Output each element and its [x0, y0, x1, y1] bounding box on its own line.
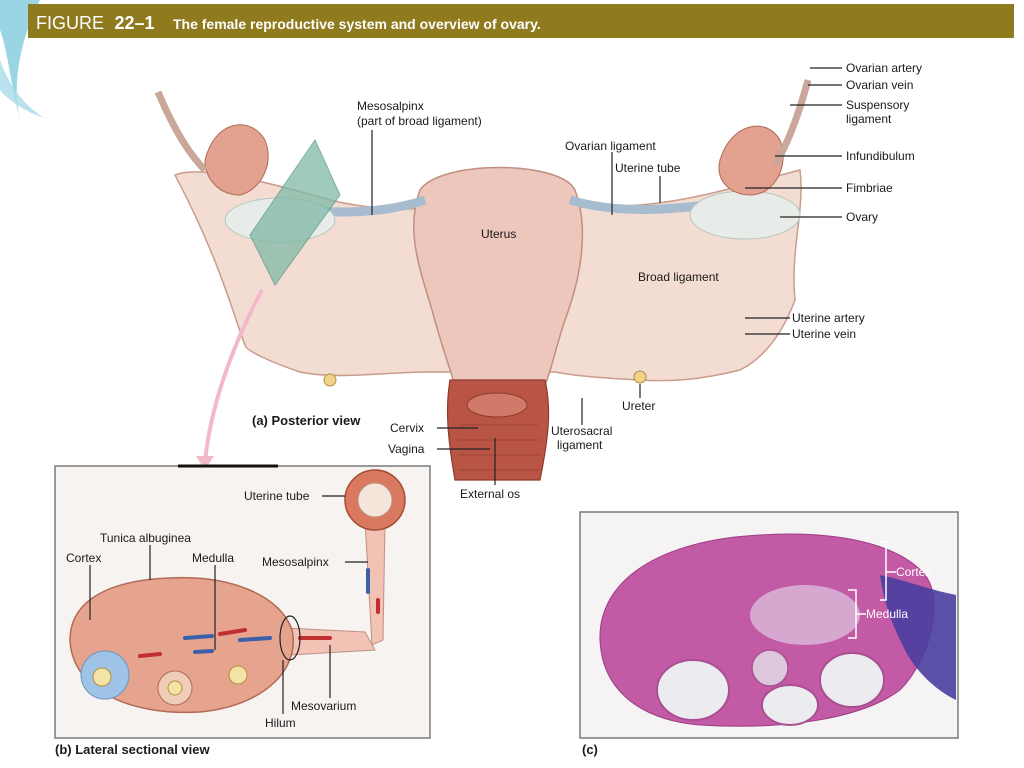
vaginal-rugae: [458, 424, 541, 471]
label-ovarian-artery: Ovarian artery: [846, 61, 922, 75]
hilum-region: [880, 575, 956, 700]
label-ovarian-vein: Ovarian vein: [846, 78, 913, 92]
right-infundibulum: [718, 125, 784, 196]
uterine-tube-lumen: [357, 482, 393, 518]
label-medulla-c: Medulla: [866, 607, 908, 621]
label-hilum: Hilum: [265, 716, 296, 730]
arrow-to-panel-b: [203, 289, 264, 463]
cervix-opening: [466, 392, 528, 418]
label-fimbriae: Fimbriae: [846, 181, 893, 195]
panel-a-leader-lines: [371, 67, 842, 485]
figure-title-text: The female reproductive system and overv…: [173, 16, 541, 32]
label-suspensory-1: Suspensory: [846, 98, 909, 112]
label-suspensory-2: ligament: [846, 112, 892, 126]
label-broad-ligament: Broad ligament: [638, 270, 719, 284]
follicle-2: [761, 684, 819, 726]
left-ureter: [323, 373, 337, 387]
right-ovary: [689, 190, 801, 240]
right-ureter: [633, 370, 647, 384]
label-cervix: Cervix: [390, 421, 424, 435]
label-uterosacral-1: Uterosacral: [551, 424, 612, 438]
label-uterine-tube-a: Uterine tube: [615, 161, 681, 175]
medulla-vessels: [138, 568, 380, 658]
figure-number: 22–1: [114, 13, 154, 33]
label-cortex-b: Cortex: [66, 551, 101, 565]
label-tunica-albuginea: Tunica albuginea: [100, 531, 191, 545]
label-uterosacral-2: ligament: [557, 438, 603, 452]
section-plane: [249, 138, 341, 286]
panel-a-posterior-view: Mesosalpinx (part of broad ligament) Ova…: [154, 61, 922, 501]
left-infundibulum: [204, 124, 269, 196]
follicle-4: [751, 649, 789, 687]
label-vagina: Vagina: [388, 442, 425, 456]
label-infundibulum: Infundibulum: [846, 149, 915, 163]
label-mesosalpinx-note: (part of broad ligament): [357, 114, 482, 128]
label-mesovarium: Mesovarium: [291, 699, 356, 713]
label-external-os: External os: [460, 487, 520, 501]
figure-header-bar: [28, 4, 1014, 38]
figure-number-prefix: FIGURE: [36, 13, 104, 33]
left-suspensory-vessels: [154, 90, 208, 173]
right-suspensory-vessels: [771, 79, 812, 167]
follicle-3: [819, 652, 885, 708]
panel-b-leader-lines: [89, 495, 368, 714]
panel-c-micrograph: Cortex Medulla: [579, 511, 959, 739]
follicle-small: [228, 665, 248, 685]
label-uterine-tube-b: Uterine tube: [244, 489, 310, 503]
label-mesosalpinx: Mesosalpinx: [357, 99, 424, 113]
label-ureter: Ureter: [622, 399, 655, 413]
label-ovarian-ligament: Ovarian ligament: [565, 139, 656, 153]
caption-lateral-sectional-view: (b) Lateral sectional view: [55, 742, 210, 757]
label-medulla-b: Medulla: [192, 551, 234, 565]
figure-title: FIGURE 22–1 The female reproductive syst…: [36, 13, 541, 33]
label-uterine-vein: Uterine vein: [792, 327, 856, 341]
caption-panel-c: (c): [582, 742, 598, 757]
oocyte-medium: [167, 680, 183, 696]
label-ovary: Ovary: [846, 210, 878, 224]
decorative-swoosh: [0, 0, 45, 125]
arrow-head: [196, 456, 214, 470]
hilum-ring: [279, 615, 301, 661]
caption-posterior-view: (a) Posterior view: [252, 413, 361, 428]
panel-c-brackets: [848, 541, 896, 639]
follicle-1: [656, 659, 730, 721]
uterus-body: [413, 166, 584, 386]
label-cortex-c: Cortex: [896, 565, 931, 579]
medulla-region: [750, 585, 860, 645]
panel-b-lateral-section: Uterine tube Tunica albuginea Cortex Med…: [54, 464, 431, 739]
label-mesosalpinx-b: Mesosalpinx: [262, 555, 329, 569]
oocyte-large: [92, 667, 112, 687]
label-uterus: Uterus: [481, 227, 516, 241]
label-uterine-artery: Uterine artery: [792, 311, 865, 325]
